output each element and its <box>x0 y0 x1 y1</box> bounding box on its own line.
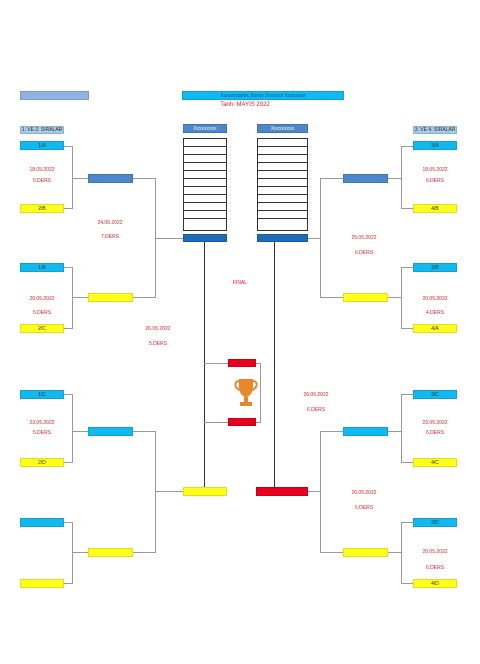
left-r2-m3-slot <box>88 427 133 436</box>
right-r2-top-slot <box>343 174 388 183</box>
right-s1-date: 25.05.2022 <box>351 235 377 241</box>
final-label: FİNAL <box>232 280 248 286</box>
right-m2-top-team: 3/B <box>413 263 457 272</box>
right-m3-time: 6.DERS <box>425 430 445 436</box>
right-s2-time: 5.DERS <box>354 505 374 511</box>
left-m4-bottom-team <box>20 579 64 588</box>
final-date: 26.05.2022 <box>303 392 329 398</box>
left-s2-time: 5.DERS <box>148 341 168 347</box>
left-m1-bottom-team: 2/B <box>20 204 64 213</box>
left-m3-time: 5.DERS <box>32 430 52 436</box>
left-m2-top-team: 1/B <box>20 263 64 272</box>
right-m4-top-team: 3/D <box>413 518 457 527</box>
right-m3-top-team: 3/C <box>413 390 457 399</box>
right-table-footer <box>257 234 308 242</box>
left-m2-bottom-team: 2/C <box>20 324 64 333</box>
right-s2-date: 26.05.2022 <box>351 490 377 496</box>
left-r2-bottom-slot <box>88 293 133 302</box>
header-banner-text: Xxxxxxxxxxx Xxxxx Xxxxxxx Xxxxxxxx <box>220 92 306 99</box>
left-m3-top-team: 1/C <box>20 390 64 399</box>
left-s1-date: 24.05.2022 <box>97 220 123 226</box>
right-m1-time: 6.DERS <box>425 178 445 184</box>
header-date: Tarih: MAYIS 2022 <box>220 102 270 108</box>
left-group-title: 1. VE 2. SIRALAR <box>20 126 64 134</box>
right-m3-bottom-team: 4/C <box>413 458 457 467</box>
left-m3-date: 23.05.2022 <box>29 420 55 426</box>
left-column-header: Xxxxxxxxx <box>183 124 227 133</box>
left-s2-date: 26.05.2022 <box>145 326 171 332</box>
left-table-footer <box>183 234 227 242</box>
left-m1-time: 5.DERS <box>32 178 52 184</box>
header-left-bar <box>20 91 89 100</box>
right-r2-m4-slot <box>343 548 388 557</box>
right-column-header: Xxxxxxxxx <box>257 124 308 133</box>
right-semifinal-slot <box>256 487 308 496</box>
left-m3-bottom-team: 2/D <box>20 458 64 467</box>
right-m1-top-team: 3/A <box>413 141 457 150</box>
right-m1-bottom-team: 4/B <box>413 204 457 213</box>
right-group-title: 3. VE 4. SIRALAR <box>413 126 457 134</box>
final-time: 6.DERS <box>306 407 326 413</box>
left-m4-top-team <box>20 518 64 527</box>
right-results-table <box>257 138 308 231</box>
final-bottom-slot <box>228 418 256 426</box>
left-results-table <box>183 138 227 231</box>
final-top-slot <box>228 359 256 367</box>
header-banner: Xxxxxxxxxxx Xxxxx Xxxxxxx Xxxxxxxx <box>182 91 344 100</box>
left-semifinal-slot <box>183 487 227 496</box>
right-m2-date: 20.05.2022 <box>422 296 448 302</box>
right-m3-date: 23.05.2022 <box>422 420 448 426</box>
left-m2-time: 5.DERS <box>32 310 52 316</box>
left-r2-top-slot <box>88 174 133 183</box>
left-m1-date: 18.05.2022 <box>29 167 55 173</box>
right-r2-bottom-slot <box>343 293 388 302</box>
right-m4-date: 20.05.2022 <box>422 549 448 555</box>
trophy-icon <box>231 376 261 410</box>
left-m2-date: 20.05.2022 <box>29 296 55 302</box>
right-m4-time: 6.DERS <box>425 565 445 571</box>
right-m4-bottom-team: 4/D <box>413 579 457 588</box>
left-r2-m4-slot <box>88 548 133 557</box>
left-s1-time: 7.DERS <box>100 234 120 240</box>
right-m1-date: 18.05.2022 <box>422 167 448 173</box>
left-m1-top-team: 1/A <box>20 141 64 150</box>
right-m2-bottom-team: 4/A <box>413 324 457 333</box>
right-s1-time: 6.DERS <box>354 250 374 256</box>
right-r2-m3-slot <box>343 427 388 436</box>
right-m2-time: 4.DERS <box>425 310 445 316</box>
